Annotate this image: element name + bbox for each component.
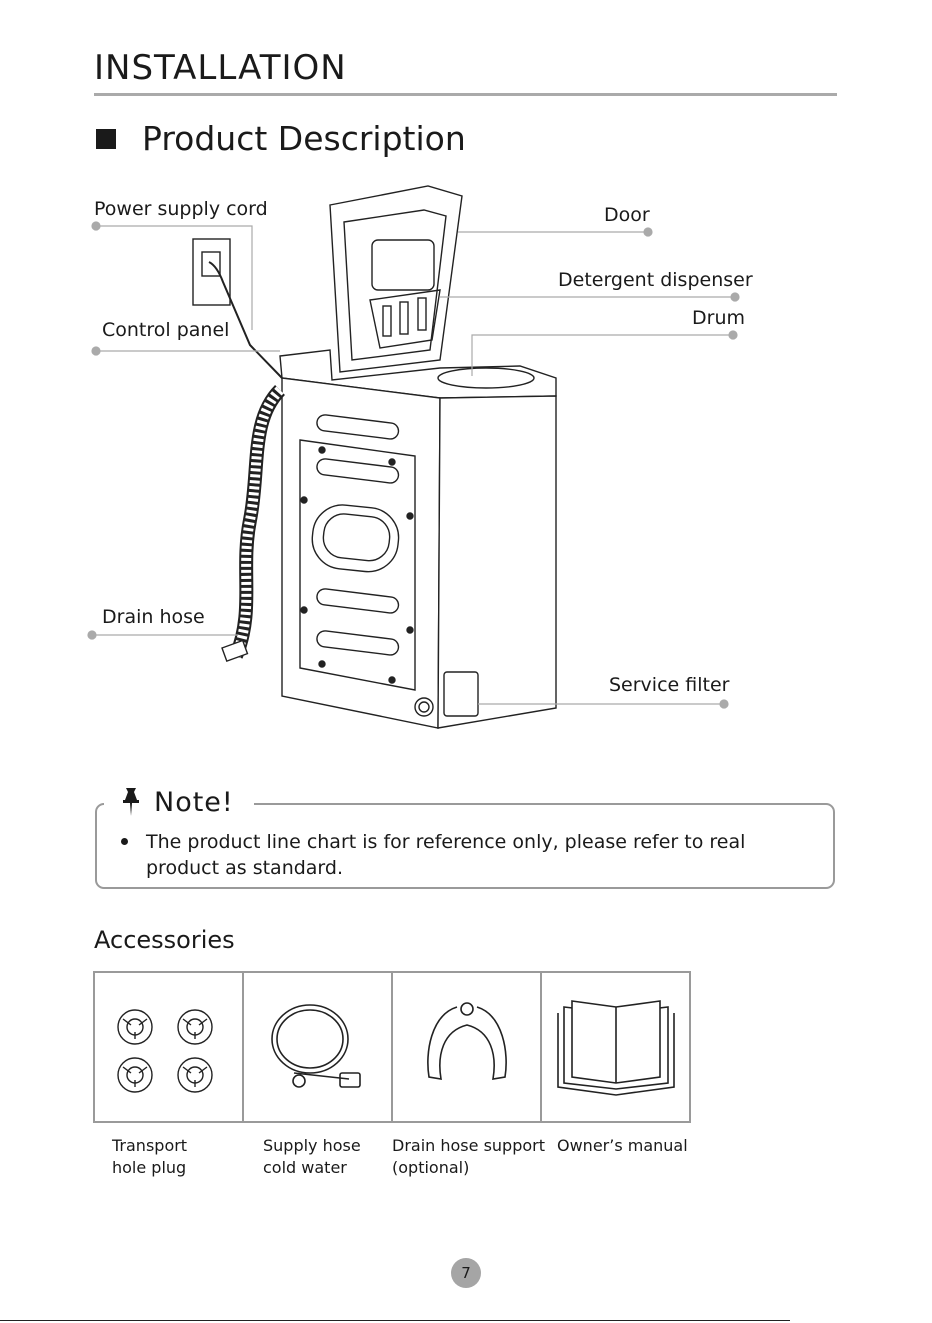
section-title: Product Description — [142, 119, 466, 158]
owners-manual-icon — [557, 1000, 675, 1096]
bottom-divider — [0, 1320, 790, 1321]
page-number: 7 — [451, 1258, 481, 1288]
accessory-cell-transport-plug — [95, 973, 244, 1121]
supply-hose-icon — [271, 1004, 361, 1088]
label-service-filter: Service filter — [609, 674, 730, 696]
drain-hose-illustration — [221, 385, 286, 663]
accessories-table — [93, 971, 691, 1123]
label-power-supply-cord: Power supply cord — [94, 198, 268, 220]
label-detergent-dispenser: Detergent dispenser — [558, 269, 753, 291]
section-bullet-square — [96, 129, 116, 149]
page-header-title: INSTALLATION — [94, 48, 347, 88]
accessories-title: Accessories — [94, 926, 235, 954]
note-text: The product line chart is for reference … — [146, 831, 746, 879]
service-filter-cover — [443, 671, 479, 717]
label-drum: Drum — [692, 307, 745, 329]
cabinet-illustration — [281, 377, 557, 729]
accessory-cell-drain-hose-support — [393, 973, 542, 1121]
accessory-caption-transport-plug: Transport hole plug — [112, 1136, 188, 1177]
door-illustration — [329, 185, 463, 373]
drain-hose-support-icon — [427, 1002, 507, 1080]
accessory-caption-supply-hose: Supply hose cold water — [263, 1136, 361, 1177]
wall-socket-illustration — [192, 238, 283, 379]
transport-hole-plug-icon — [117, 1009, 213, 1093]
label-door: Door — [604, 204, 650, 226]
accessory-caption-drain-hose-support: Drain hose support (optional) — [392, 1136, 545, 1177]
label-drain-hose: Drain hose — [102, 606, 205, 628]
pushpin-icon — [123, 788, 139, 816]
note-bullet — [121, 838, 128, 845]
drum-illustration — [437, 367, 535, 389]
accessory-cell-owners-manual — [542, 973, 689, 1121]
note-title: Note! — [154, 787, 234, 818]
accessory-cell-supply-hose — [244, 973, 393, 1121]
header-divider — [94, 93, 837, 96]
note-box — [95, 803, 835, 889]
label-control-panel: Control panel — [102, 319, 230, 341]
accessory-caption-owners-manual: Owner’s manual — [557, 1136, 688, 1155]
washing-machine-diagram — [87, 185, 740, 729]
